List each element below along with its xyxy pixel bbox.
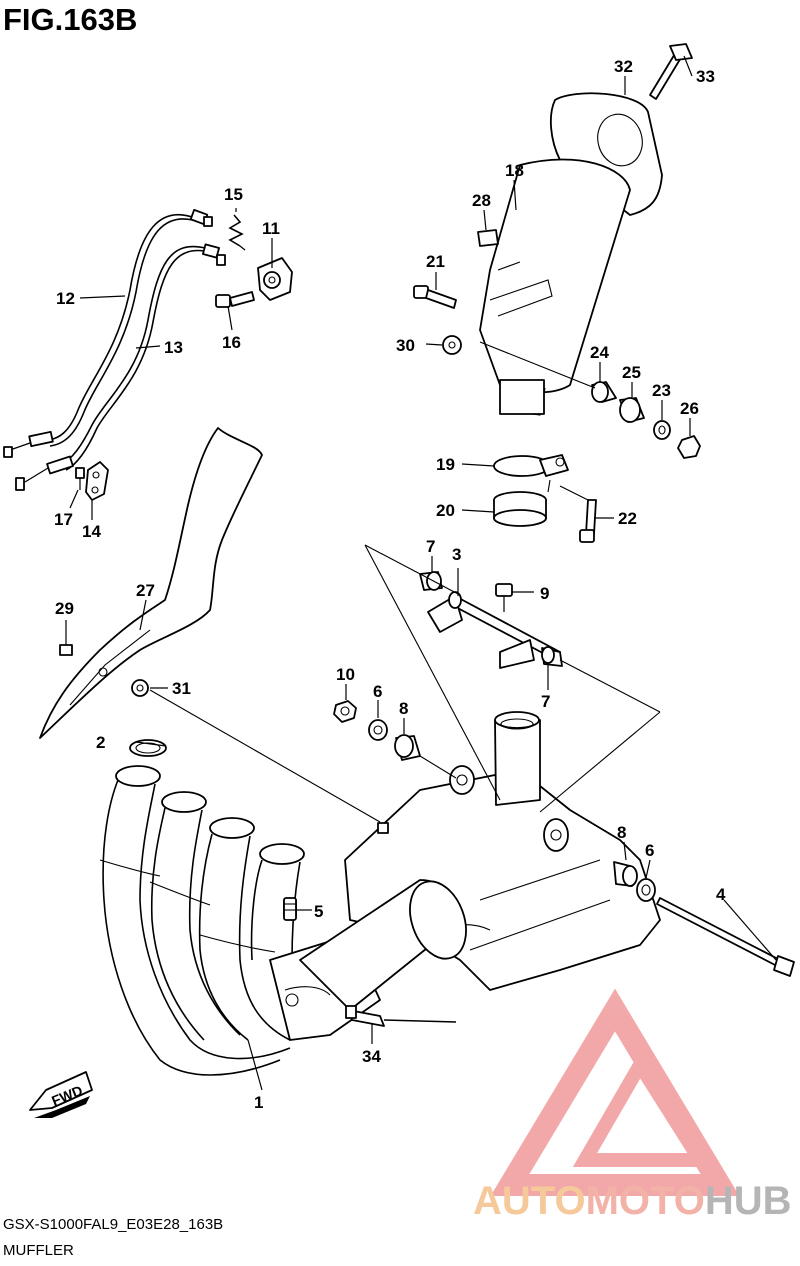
callout-17: 17 [54,510,73,529]
bolt-29 [59,635,73,656]
callout-32: 32 [614,57,633,76]
callout-8-lower: 8 [617,823,626,842]
callout-9: 9 [540,584,549,603]
callout-3: 3 [452,545,461,564]
diagram-code: GSX-S1000FAL9_E03E28_163B [3,1216,224,1233]
watermark-moto: MOTO [586,1179,705,1223]
muffler-chamber [299,711,661,1011]
callout-27: 27 [136,581,155,600]
nut-10 [333,700,357,723]
leader-lines [65,55,777,1091]
callout-23: 23 [652,381,671,400]
callout-13: 13 [164,338,183,357]
washer-6-upper [368,719,388,741]
callout-15: 15 [224,185,243,204]
callout-19: 19 [436,455,455,474]
callout-7-lower: 7 [541,692,550,711]
collar-8-lower [613,861,638,887]
callout-26: 26 [680,399,699,418]
callout-33: 33 [696,67,715,86]
heat-shield-27 [39,427,263,739]
bracket-14 [85,461,109,501]
nut-30 [442,335,462,355]
collar-7-upper [419,571,443,591]
callout-21: 21 [426,252,445,271]
fwd-arrow: FWD [29,1071,93,1118]
watermark-auto: AUTO [473,1179,586,1223]
washer-23 [653,420,671,440]
callout-5: 5 [314,902,323,921]
callout-6-upper: 6 [373,682,382,701]
callout-8-upper: 8 [399,699,408,718]
clamp-19 [493,454,569,477]
callout-7-upper: 7 [426,537,435,556]
callout-30: 30 [396,336,415,355]
exhaust-pipe-1 [99,765,381,1076]
callout-28: 28 [472,191,491,210]
gasket-2 [129,739,167,757]
nut-26 [677,435,701,459]
sensor-34 [345,1005,457,1027]
bolt-4 [656,897,795,977]
bolt-16 [215,291,255,308]
collar-8-upper [394,734,421,761]
callout-29: 29 [55,599,74,618]
watermark-brand: AUTOMOTOHUB [473,1179,792,1223]
collar-25 [619,397,645,423]
callout-16: 16 [222,333,241,352]
bolt-5 [283,897,297,921]
callout-14: 14 [82,522,101,541]
pulley-11 [257,257,293,301]
callout-22: 22 [618,509,637,528]
diagram-name: MUFFLER [3,1242,74,1259]
callout-18: 18 [505,161,524,180]
callout-24: 24 [590,343,609,362]
callout-34: 34 [362,1047,381,1066]
callout-labels: 1 2 3 4 5 6 6 7 7 8 8 9 10 11 12 13 14 1… [54,57,726,1112]
collar-7-lower [541,646,563,667]
watermark-hub: HUB [705,1179,792,1223]
cable-13 [15,243,226,491]
bolt-22 [579,499,597,543]
cable-12 [3,209,213,458]
callout-11: 11 [262,219,280,238]
callout-10: 10 [336,665,355,684]
bolt-21 [413,285,457,309]
collar-24 [591,381,617,403]
callout-20: 20 [436,501,455,520]
callout-31: 31 [172,679,191,698]
callout-25: 25 [622,363,641,382]
washer-6-lower [636,878,656,902]
callout-2: 2 [96,733,105,752]
damper-28 [477,229,499,247]
bolt-17 [75,467,85,490]
figure-title: FIG.163B [3,2,138,37]
callout-4: 4 [716,885,726,904]
silencer-18 [479,158,631,416]
grommet-31 [131,679,149,697]
callout-12: 12 [56,289,75,308]
bolt-33 [649,43,693,100]
callout-1: 1 [254,1093,263,1112]
watermark-logo: AUTOMOTOHUB [473,988,792,1223]
spring-15 [228,214,246,251]
bolt-9 [495,583,513,612]
callout-6-lower: 6 [645,841,654,860]
silencer-cover-32 [549,92,663,216]
bracket-3 [427,591,561,669]
gasket-20 [493,491,547,527]
